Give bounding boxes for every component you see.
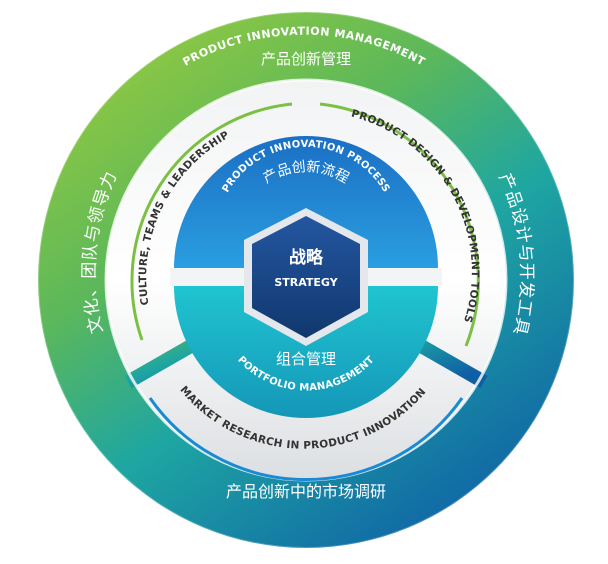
strategy-hexagon xyxy=(252,216,360,338)
center-en: STRATEGY xyxy=(274,276,338,289)
design-accent-arc xyxy=(319,102,480,347)
research-accent-arc xyxy=(148,397,464,482)
outer-top-zh-label: 产品创新管理 xyxy=(261,50,351,68)
culture-accent-arc xyxy=(130,102,293,341)
outer-bottom-zh-label: 产品创新中的市场调研 xyxy=(226,482,386,501)
inner-circle xyxy=(170,136,442,418)
portfolio-zh-label: 组合管理 xyxy=(276,350,336,368)
center-zh: 战略 xyxy=(289,247,324,268)
process-segment xyxy=(174,136,438,268)
portfolio-segment xyxy=(174,286,438,418)
